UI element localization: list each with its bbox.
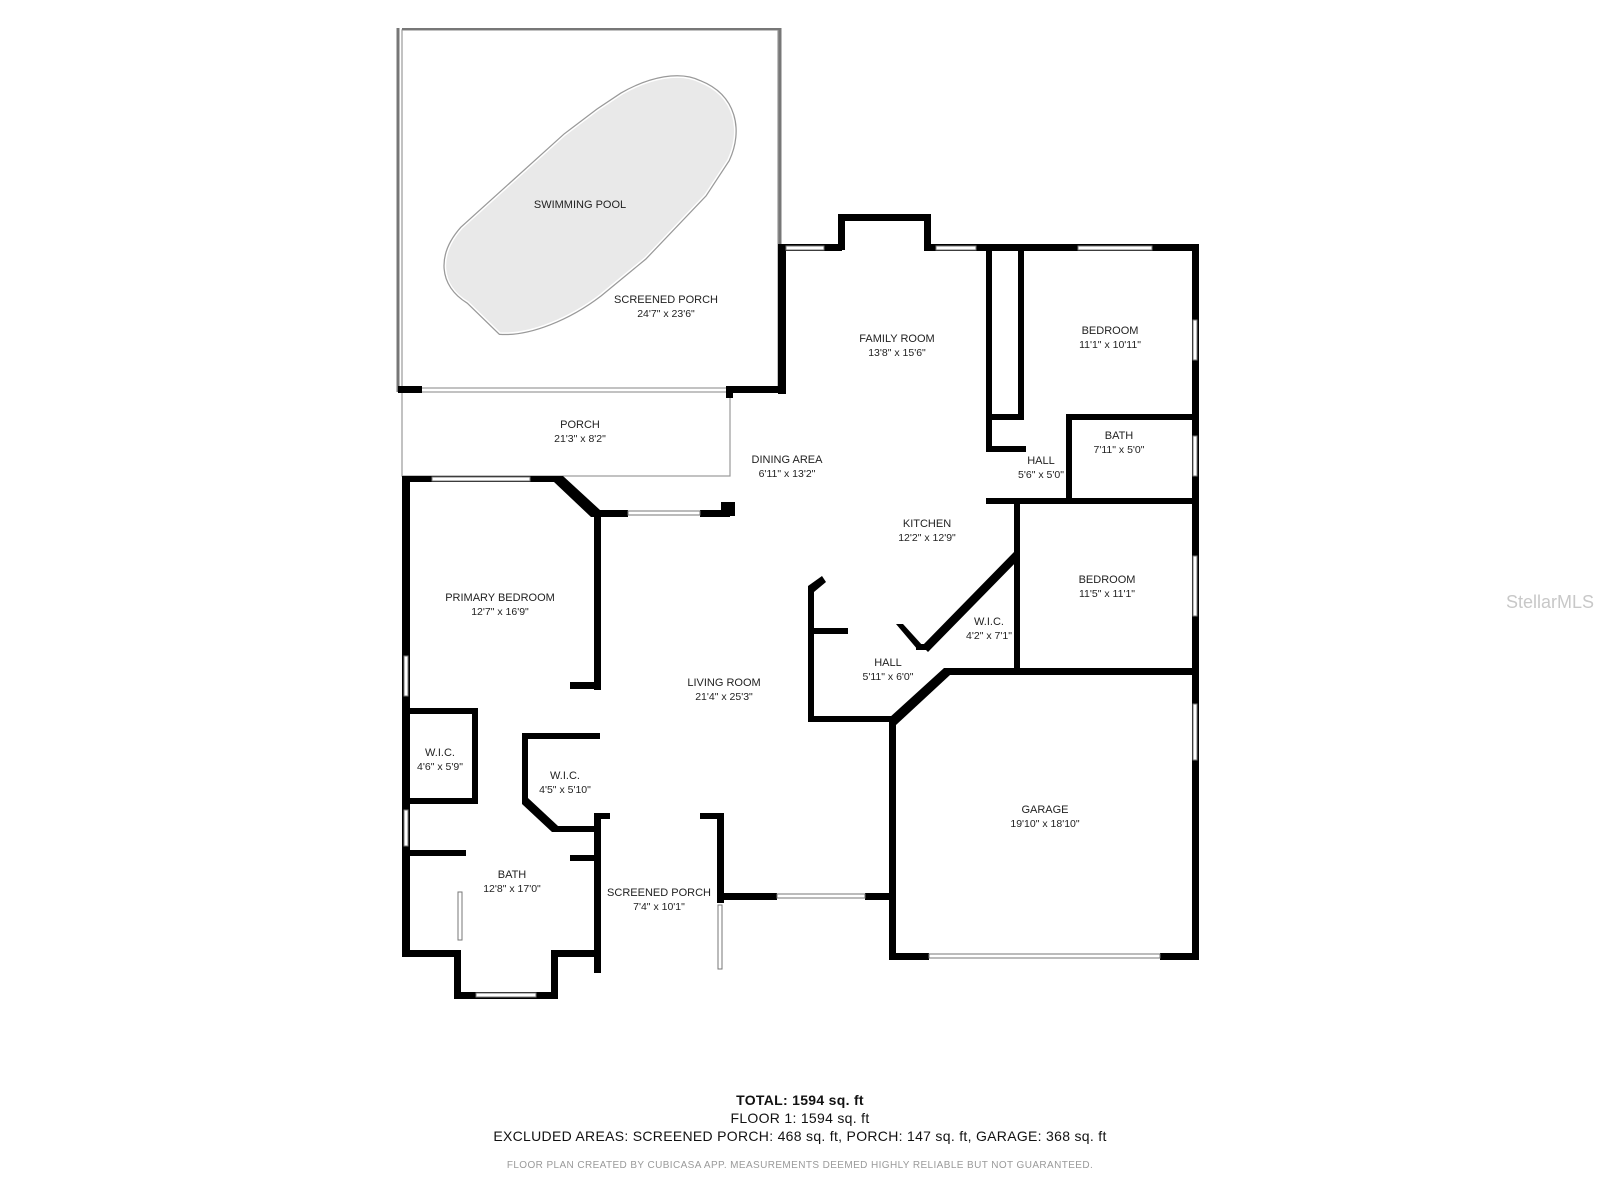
label-wic-right: W.I.C. [974, 616, 1004, 628]
dim-porch: 21'3" x 8'2" [554, 433, 606, 445]
label-garage: GARAGE [1021, 804, 1068, 816]
watermark: StellarMLS [1505, 592, 1594, 612]
label-kitchen: KITCHEN [903, 518, 951, 530]
dim-bedroom-mid: 11'5" x 11'1" [1079, 588, 1135, 600]
porch-outline [401, 391, 731, 477]
dim-wic-left2: 4'5" x 5'10" [539, 784, 591, 796]
dim-screened-porch-top: 24'7" x 23'6" [637, 308, 695, 320]
label-porch: PORCH [560, 419, 600, 431]
dim-bedroom-top: 11'1" x 10'11" [1079, 339, 1141, 351]
label-bedroom-top: BEDROOM [1082, 325, 1139, 337]
total-area: TOTAL: 1594 sq. ft [736, 1092, 864, 1108]
excluded-areas: EXCLUDED AREAS: SCREENED PORCH: 468 sq. … [493, 1128, 1107, 1144]
label-hall-top: HALL [1027, 455, 1055, 467]
room-labels: SWIMMING POOL SCREENED PORCH 24'7" x 23'… [417, 199, 1145, 913]
dim-wic-right: 4'2" x 7'1" [966, 630, 1012, 642]
dim-living-room: 21'4" x 25'3" [695, 691, 753, 703]
label-hall-mid: HALL [874, 657, 902, 669]
dim-hall-top: 5'6" x 5'0" [1018, 469, 1064, 481]
swimming-pool [443, 75, 737, 336]
label-screened-porch-bottom: SCREENED PORCH [607, 887, 711, 899]
label-living-room: LIVING ROOM [687, 677, 760, 689]
disclaimer: FLOOR PLAN CREATED BY CUBICASA APP. MEAS… [506, 1160, 1094, 1171]
dim-wic-left1: 4'6" x 5'9" [417, 761, 463, 773]
dim-family-room: 13'8" x 15'6" [868, 347, 926, 359]
dim-kitchen: 12'2" x 12'9" [898, 532, 956, 544]
screened-porch-outline [396, 28, 782, 392]
label-primary-bedroom: PRIMARY BEDROOM [445, 592, 555, 604]
label-dining-area: DINING AREA [752, 454, 824, 466]
dim-bath-primary: 12'8" x 17'0" [483, 883, 541, 895]
label-screened-porch-top: SCREENED PORCH [614, 294, 718, 306]
dim-screened-porch-bottom: 7'4" x 10'1" [633, 901, 685, 913]
label-wic-left1: W.I.C. [425, 747, 455, 759]
label-family-room: FAMILY ROOM [859, 333, 934, 345]
label-swimming-pool: SWIMMING POOL [534, 199, 626, 211]
label-bath-right: BATH [1105, 430, 1134, 442]
label-wic-left2: W.I.C. [550, 770, 580, 782]
dim-dining-area: 6'11" x 13'2" [759, 468, 816, 480]
label-bath-primary: BATH [498, 869, 527, 881]
dim-primary-bedroom: 12'7" x 16'9" [471, 606, 529, 618]
floor1-area: FLOOR 1: 1594 sq. ft [730, 1110, 870, 1126]
exterior-walls [398, 214, 1199, 999]
dim-hall-mid: 5'11" x 6'0" [863, 671, 914, 683]
windows [403, 245, 1198, 998]
label-bedroom-mid: BEDROOM [1079, 574, 1136, 586]
dim-bath-right: 7'11" x 5'0" [1094, 444, 1145, 456]
dim-garage: 19'10" x 18'10" [1010, 818, 1080, 830]
